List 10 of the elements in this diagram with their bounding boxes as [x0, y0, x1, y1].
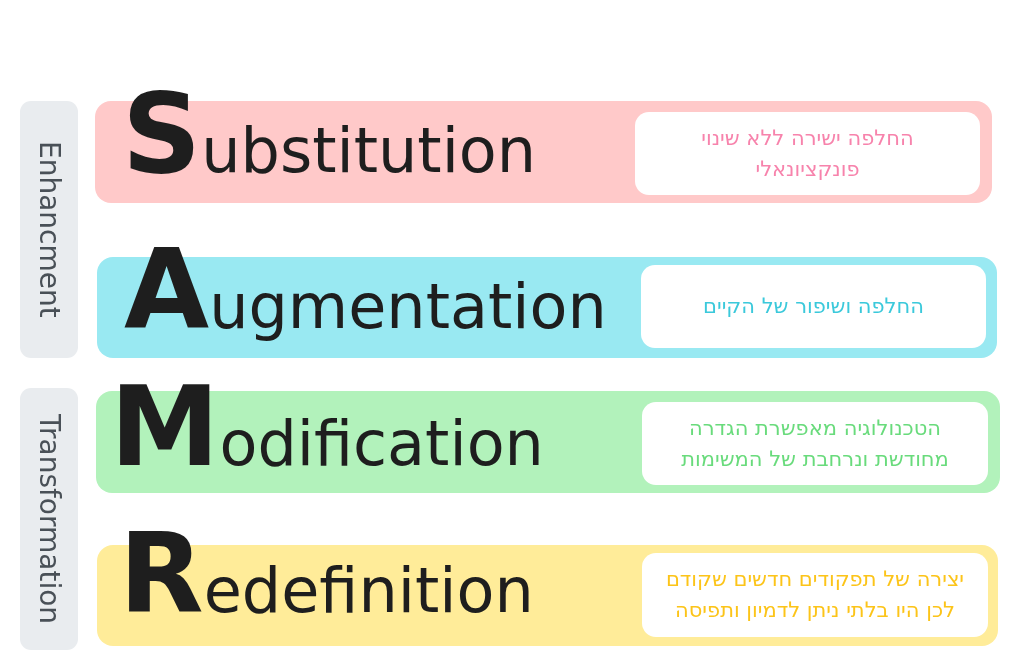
level-title: Substitution [122, 78, 537, 189]
description-box: החלפה ישירה ללא שינוי פונקציונאלי [635, 112, 980, 195]
category-tab: Transformation [20, 388, 78, 650]
description-box: הטכנולוגיה מאפשרת הגדרה מחודשת ונרחבת של המשימות [642, 402, 988, 485]
level-title: Redefinition [119, 518, 534, 629]
level-title: Augmentation [124, 234, 607, 345]
category-tab: Enhancment [20, 101, 78, 358]
description-box: החלפה ושיפור של הקיים [641, 265, 986, 348]
level-title: Modification [110, 371, 544, 482]
description-box: יצירה של תפקודים חדשים שקודם לכן היו בלתי ניתן לדמיון ותפיסה [642, 553, 988, 637]
